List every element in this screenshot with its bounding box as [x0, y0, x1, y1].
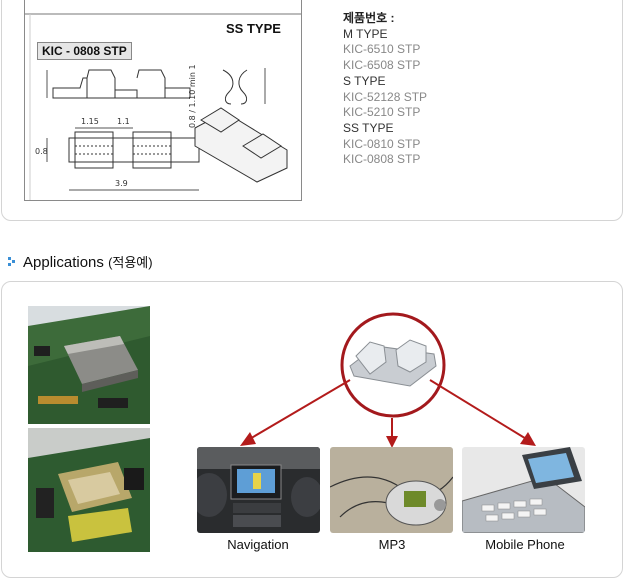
- technical-drawing: 1.15 1.1 3.9 0.8 0.8 / 1.10 min 1: [24, 0, 302, 201]
- applications-title: Applications: [23, 254, 104, 271]
- caption-mobile-phone: Mobile Phone: [485, 537, 565, 552]
- product-number-list: 제품번호 : M TYPE KIC-6510 STP KIC-6508 STP …: [343, 11, 427, 168]
- caption-navigation: Navigation: [227, 537, 289, 552]
- dim-3: 3.9: [115, 179, 128, 188]
- clip-magnifier: [340, 312, 446, 418]
- applications-title-ko: (적용예): [108, 255, 153, 270]
- applications-heading: Applications (적용예): [8, 252, 153, 271]
- spec-item: KIC-52128 STP: [343, 89, 428, 104]
- spec-type-m: M TYPE: [343, 26, 388, 41]
- spec-type-ss: SS TYPE: [343, 120, 394, 135]
- spec-item: KIC-6510 STP: [343, 42, 421, 57]
- mp3-photo: [330, 447, 453, 533]
- drawing-svg: 1.15 1.1 3.9 0.8 0.8 / 1.10 min 1: [25, 13, 301, 200]
- caption-mp3: MP3: [378, 537, 406, 552]
- bullet-icon: [8, 254, 17, 266]
- dim-2: 1.1: [117, 117, 130, 126]
- drawing-type-title: SS TYPE: [226, 21, 281, 36]
- pcb-photo-bottom: [28, 428, 150, 552]
- spec-type-s: S TYPE: [343, 73, 386, 88]
- spec-item: KIC-5210 STP: [343, 105, 421, 120]
- dim-1: 1.15: [81, 117, 99, 126]
- mobile-phone-photo: [462, 447, 585, 533]
- spec-item: KIC-0808 STP: [343, 152, 421, 167]
- arrows: [240, 379, 536, 448]
- dim-5: 0.8 / 1.10 min 1: [188, 64, 197, 128]
- spec-item: KIC-6508 STP: [343, 58, 421, 73]
- dim-4: 0.8: [35, 147, 48, 156]
- spec-item: KIC-0810 STP: [343, 136, 421, 151]
- drawing-model-label: KIC - 0808 STP: [37, 42, 132, 60]
- spec-heading: 제품번호 :: [343, 11, 395, 25]
- pcb-photo-top: [28, 306, 150, 424]
- navigation-photo: [197, 447, 320, 533]
